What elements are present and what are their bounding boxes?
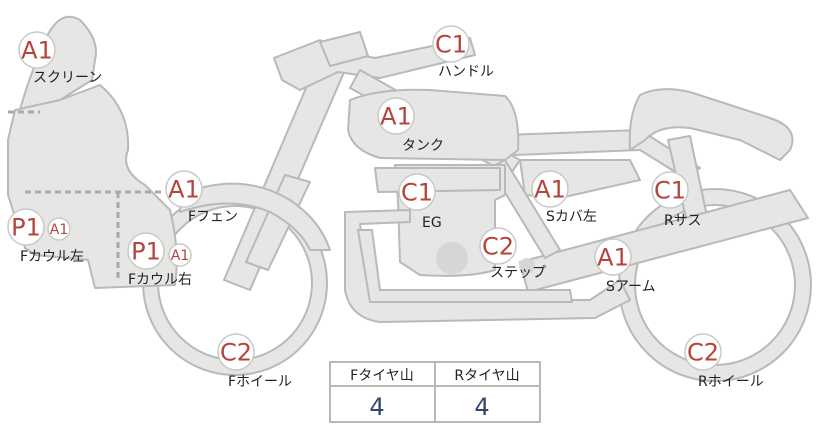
label-screen: スクリーン — [33, 70, 102, 86]
cowl-separators — [8, 110, 165, 282]
motorcycle-silhouette — [7, 15, 812, 382]
label-r-wheel: Rホイール — [698, 374, 764, 390]
part-step: C2 ステップ — [479, 227, 546, 281]
label-f-fender: Fフェン — [188, 209, 238, 225]
engine-head-shape — [374, 167, 501, 193]
badge-screen-circle — [18, 31, 56, 69]
label-tank: タンク — [402, 138, 444, 154]
badge-r-wheel: C2 — [684, 333, 722, 371]
badge-f-cowl-left: P1 — [7, 208, 45, 246]
badge-handle-circle — [432, 25, 470, 63]
badge-r-wheel-circle — [684, 333, 722, 371]
badge-eg-circle — [398, 173, 436, 211]
part-tank: A1 タンク — [377, 97, 444, 154]
sub-badge-f-cowl-left-circle — [47, 217, 71, 241]
badge-tank: A1 — [377, 97, 415, 135]
badge-f-fender-text: A1 — [168, 176, 200, 204]
label-handle: ハンドル — [438, 64, 494, 80]
badge-step: C2 — [479, 227, 517, 265]
part-screen: A1 スクリーン — [18, 31, 102, 86]
badge-step-text: C2 — [482, 233, 514, 261]
badge-f-wheel-text: C2 — [220, 339, 252, 367]
engine-cover-circle — [436, 242, 468, 274]
front-tread-value: 4 — [369, 393, 384, 421]
badge-f-fender-circle — [165, 170, 203, 208]
badge-r-susp-text: C1 — [654, 177, 686, 205]
sub-badge-f-cowl-left-text: A1 — [50, 222, 68, 238]
badge-s-arm-circle — [594, 238, 632, 276]
badge-s-arm-text: A1 — [597, 244, 629, 272]
exhaust-pipe-2 — [357, 229, 573, 303]
sub-badge-f-cowl-left: A1 — [47, 217, 71, 241]
rear-tread-header: Rタイヤ山 — [454, 368, 519, 384]
label-f-wheel: Fホイール — [228, 374, 292, 390]
badge-f-cowl-left-text: P1 — [11, 214, 41, 242]
sub-badge-f-cowl-right-circle — [168, 243, 192, 267]
part-handle: C1 ハンドル — [432, 25, 494, 80]
windscreen-shape — [19, 15, 97, 111]
badge-r-susp: C1 — [651, 171, 689, 209]
badge-s-cover-left-circle — [531, 170, 569, 208]
swing-arm-shape — [519, 189, 809, 293]
badge-f-fender: A1 — [165, 170, 203, 208]
label-r-susp: Rサス — [664, 213, 701, 229]
front-tread-header: Fタイヤ山 — [350, 368, 414, 384]
sub-badge-f-cowl-right-text: A1 — [171, 248, 189, 264]
badge-handle-text: C1 — [435, 31, 467, 59]
annotation-layer: A1スクリーンC1ハンドルA1タンクA1FフェンC1EGA1Sカバ左C1RサスP… — [7, 25, 764, 390]
badge-eg: C1 — [398, 173, 436, 211]
label-step: ステップ — [490, 265, 546, 281]
badge-f-cowl-right-text: P1 — [131, 238, 161, 266]
badge-screen-text: A1 — [21, 37, 53, 65]
label-s-arm: Sアーム — [606, 279, 656, 295]
tire-tread-table: Fタイヤ山 Rタイヤ山 4 4 — [329, 361, 541, 423]
step-peg-circle — [519, 258, 535, 274]
front-fender-shape — [179, 182, 331, 251]
label-f-cowl-right: Fカウル右 — [128, 272, 192, 288]
badge-step-circle — [479, 227, 517, 265]
seat-shape — [628, 88, 794, 161]
badge-r-wheel-text: C2 — [687, 339, 719, 367]
badge-f-cowl-right: P1 — [127, 232, 165, 270]
badge-f-cowl-left-circle — [7, 208, 45, 246]
badge-f-cowl-right-circle — [127, 232, 165, 270]
badge-tank-circle — [377, 97, 415, 135]
badge-tank-text: A1 — [380, 103, 412, 131]
badge-r-susp-circle — [651, 171, 689, 209]
rear-tread-value: 4 — [474, 393, 489, 421]
label-eg: EG — [422, 215, 442, 231]
handlebar-mount — [319, 31, 369, 67]
badge-screen: A1 — [18, 31, 56, 69]
badge-s-arm: A1 — [594, 238, 632, 276]
badge-f-wheel: C2 — [217, 333, 255, 371]
badge-handle: C1 — [432, 25, 470, 63]
label-f-cowl-left: Fカウル左 — [20, 249, 84, 265]
badge-f-wheel-circle — [217, 333, 255, 371]
badge-s-cover-left: A1 — [531, 170, 569, 208]
fork-tube-shape — [245, 174, 311, 271]
sub-badge-f-cowl-right: A1 — [168, 243, 192, 267]
badge-s-cover-left-text: A1 — [534, 176, 566, 204]
label-s-cover-left: Sカバ左 — [546, 209, 597, 225]
badge-eg-text: C1 — [401, 179, 433, 207]
